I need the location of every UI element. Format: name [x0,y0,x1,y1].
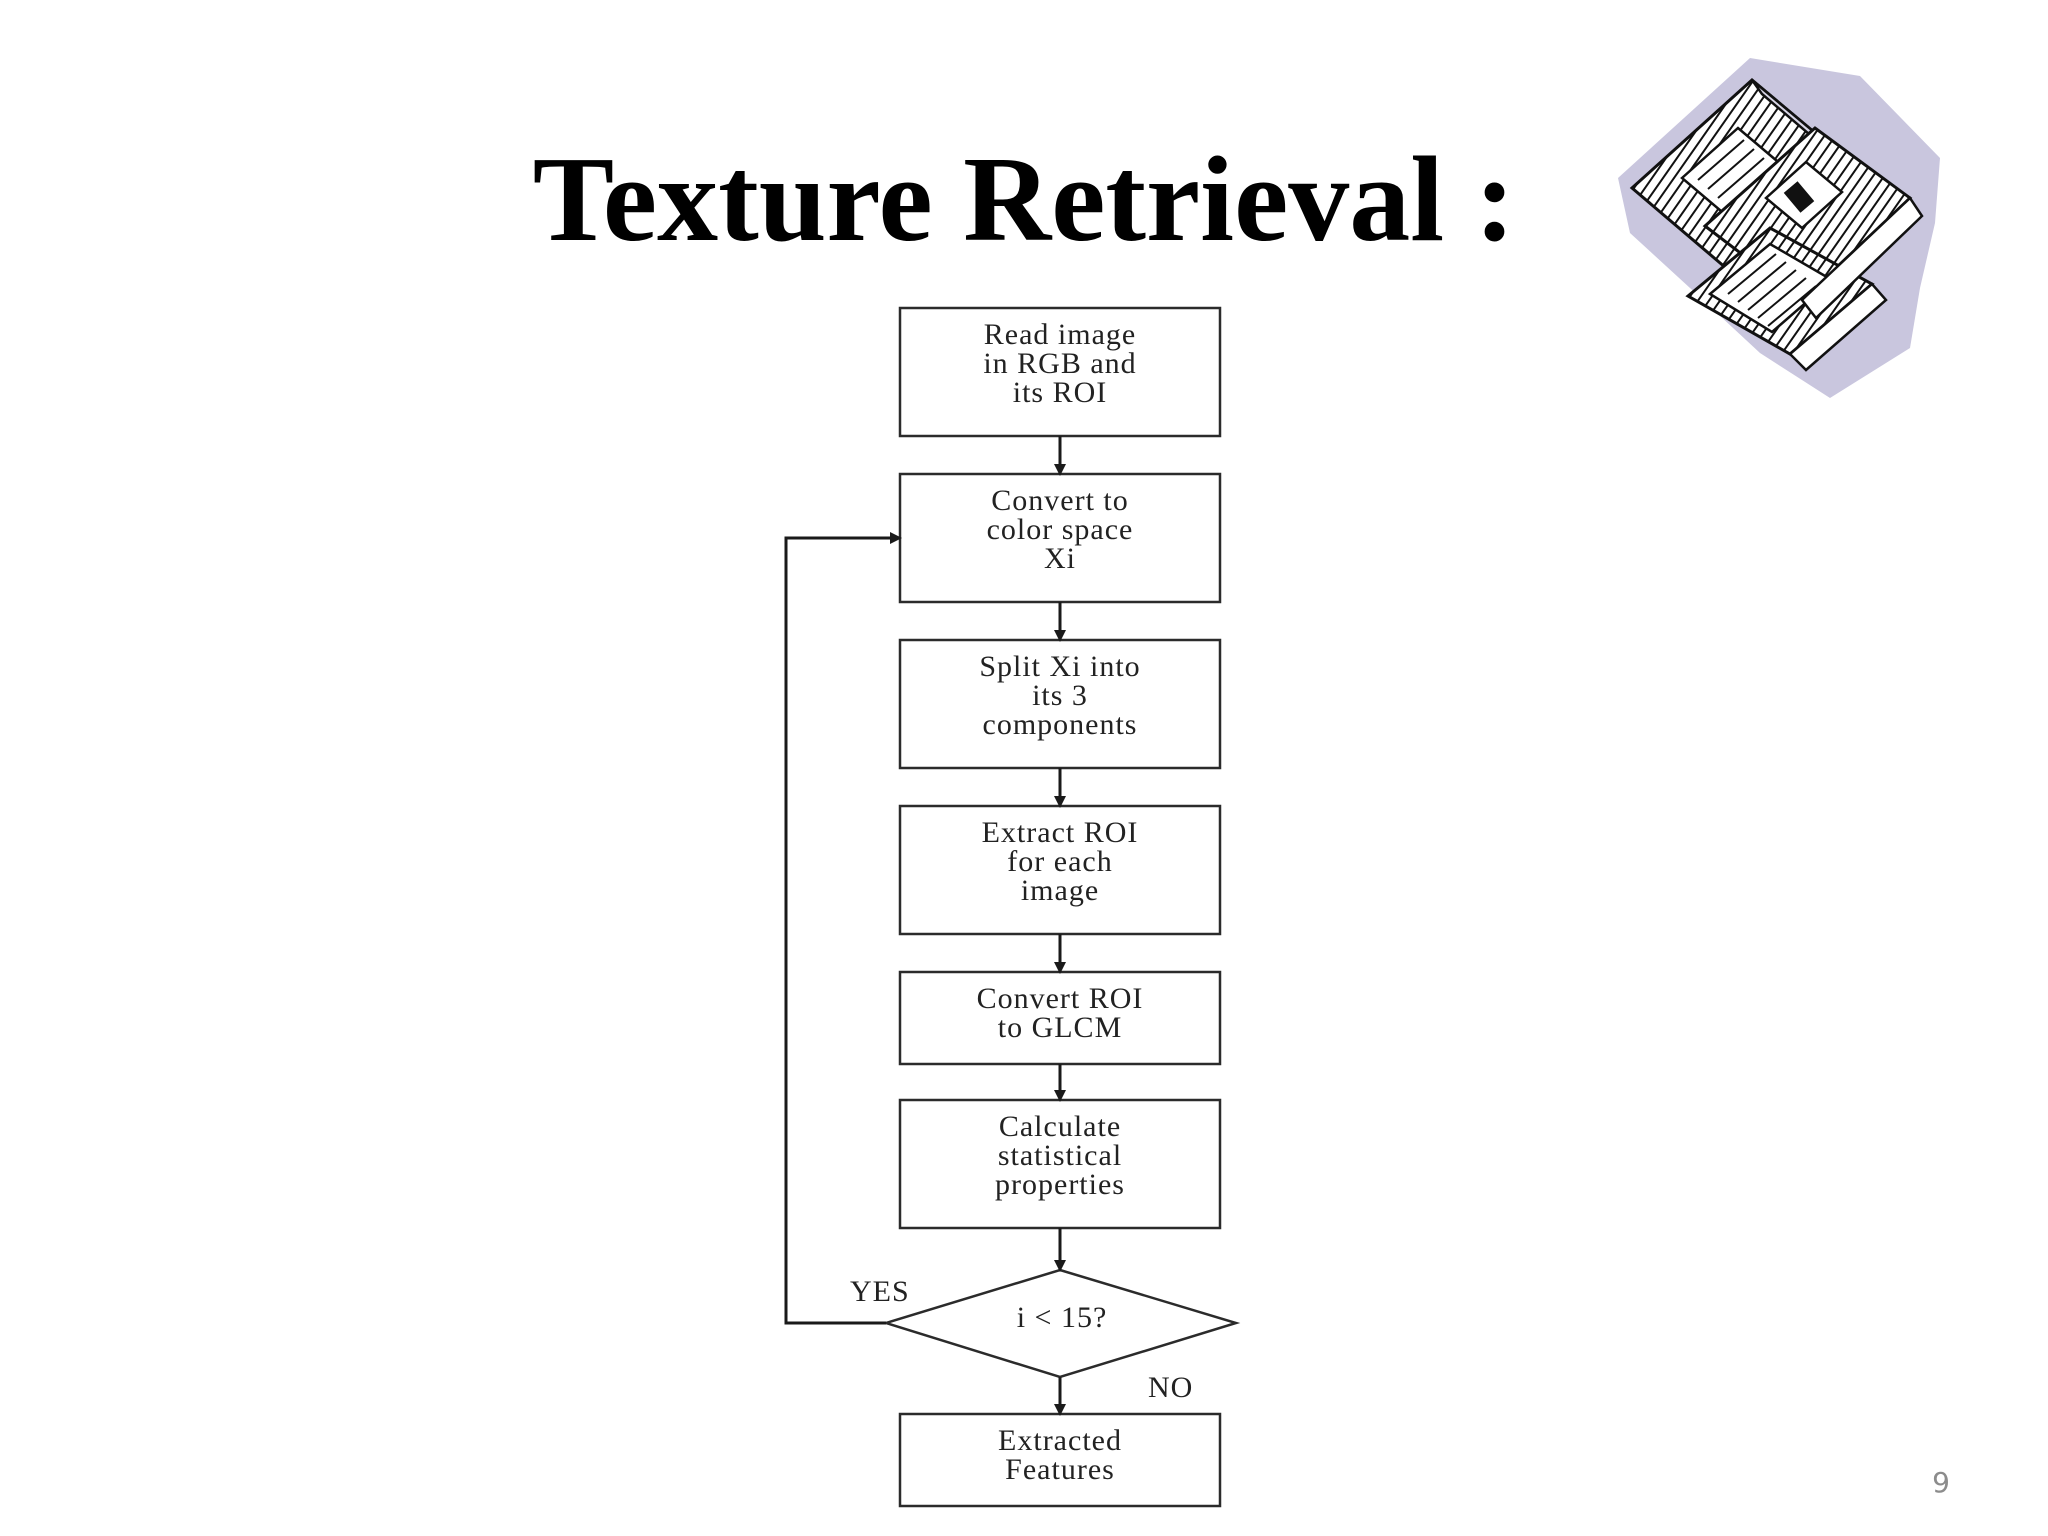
step-extract-roi: Extract ROI for each image [898,804,1222,936]
step-extract-roi-line-3: image [1021,874,1099,907]
decision-label: i < 15? [1017,1301,1108,1334]
step-split-components-line-3: components [983,708,1138,741]
step-split-components-line-1: Split Xi into [979,650,1140,683]
step-convert-glcm: Convert ROI to GLCM [898,970,1222,1066]
step-extract-roi-line-2: for each [1007,845,1112,878]
slide-title: Texture Retrieval : [532,132,1516,267]
step-read-image: Read image in RGB and its ROI [898,306,1222,438]
slide-number: 9 [1932,1466,1950,1499]
step-convert-color-space-line-3: Xi [1044,542,1076,575]
step-calculate-properties-line-3: properties [995,1168,1125,1201]
step-calculate-properties: Calculate statistical properties [898,1098,1222,1230]
step-convert-glcm-line-1: Convert ROI [977,982,1144,1015]
step-convert-glcm-line-2: to GLCM [998,1011,1123,1044]
step-calculate-properties-line-2: statistical [998,1139,1122,1172]
step-extracted-features-line-2: Features [1005,1453,1115,1486]
step-split-components-line-2: its 3 [1032,679,1088,712]
step-split-components: Split Xi into its 3 components [898,638,1222,770]
step-extract-roi-line-1: Extract ROI [982,816,1139,849]
step-read-image-line-1: Read image [984,318,1136,351]
no-label: NO [1148,1371,1193,1404]
floppy-disks-icon [1618,58,1940,398]
arrow-yes-loop [784,532,902,1325]
step-extracted-features-line-1: Extracted [998,1424,1122,1457]
yes-label: YES [850,1275,910,1308]
step-convert-color-space: Convert to color space Xi [898,472,1222,604]
step-convert-color-space-line-1: Convert to [991,484,1129,517]
step-extracted-features: Extracted Features [898,1412,1222,1508]
step-calculate-properties-line-1: Calculate [999,1110,1121,1143]
step-convert-color-space-line-2: color space [987,513,1134,546]
step-read-image-line-3: its ROI [1013,376,1108,409]
decision-diamond: i < 15? [881,1268,1241,1379]
step-read-image-line-2: in RGB and [983,347,1136,380]
